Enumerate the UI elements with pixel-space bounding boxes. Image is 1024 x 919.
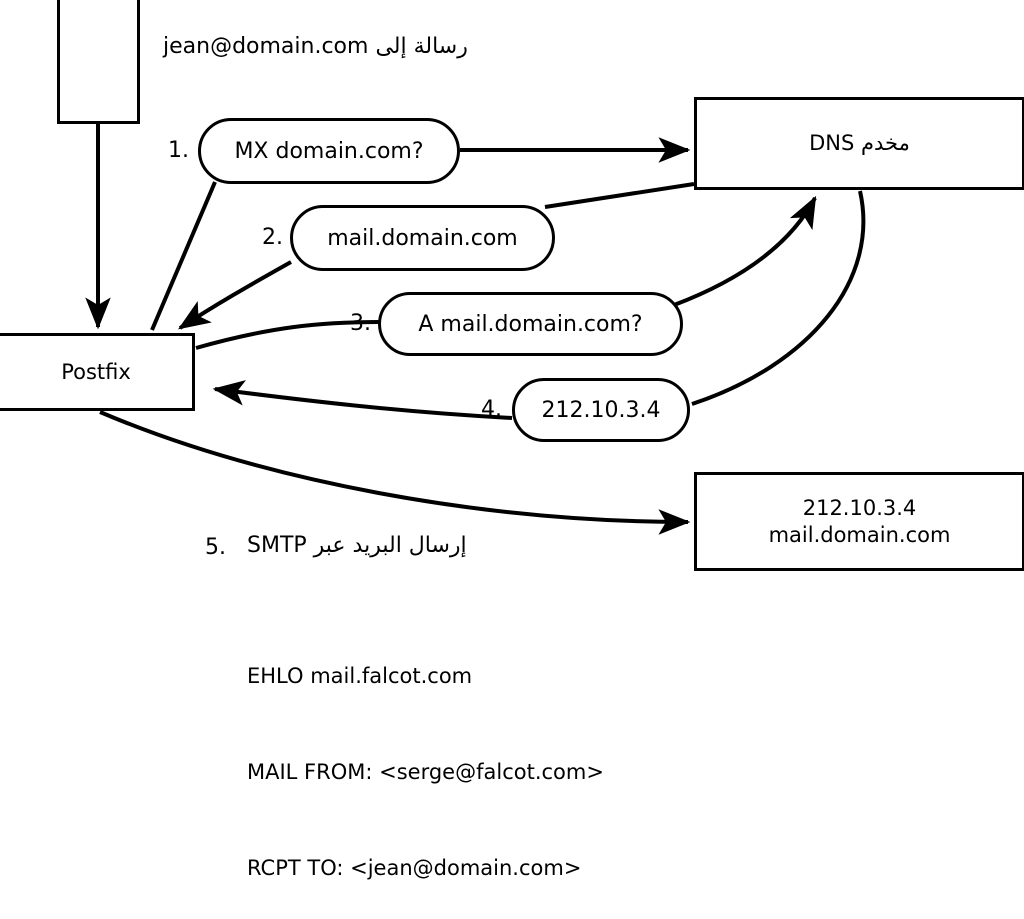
step-2-bubble-label: mail.domain.com: [327, 225, 518, 251]
step-1-bubble: MX domain.com?: [198, 118, 460, 184]
mail-server-ip: 212.10.3.4: [802, 496, 917, 521]
smtp-line-1: EHLO mail.falcot.com: [247, 664, 473, 688]
arrow-bubble2-to-postfix: [177, 260, 292, 330]
line-dns-to-bubble2: [544, 182, 695, 209]
arrow-bubble3-to-dns: [673, 195, 817, 307]
dns-box: مخدم DNS: [694, 97, 1024, 190]
line-postfix-to-bubble3: [195, 320, 380, 350]
step-4-bubble-label: 212.10.3.4: [541, 397, 661, 423]
smtp-transcript: EHLO mail.falcot.com MAIL FROM: <serge@f…: [247, 596, 604, 919]
step-2-number: 2.: [262, 225, 283, 250]
mail-server-box: 212.10.3.4 mail.domain.com: [694, 472, 1024, 571]
postfix-box: Postfix: [0, 333, 195, 411]
smtp-line-3: RCPT TO: <jean@domain.com>: [247, 856, 582, 880]
step-5-label: إرسال البريد عبر SMTP: [247, 533, 467, 558]
smtp-line-2: MAIL FROM: <serge@falcot.com>: [247, 760, 604, 784]
step-1-number: 1.: [168, 138, 189, 163]
step-1-bubble-label: MX domain.com?: [234, 138, 424, 164]
step-5-number: 5.: [205, 535, 226, 560]
line-bubble1-to-postfix: [150, 181, 217, 331]
step-3-bubble: A mail.domain.com?: [378, 292, 683, 356]
message-caption: رسالة إلى jean@domain.com: [163, 34, 468, 59]
step-4-bubble: 212.10.3.4: [512, 378, 690, 442]
mail-server-hostname: mail.domain.com: [768, 522, 951, 547]
arrow-postfix-to-mailserver: [99, 410, 691, 535]
step-4-number: 4.: [481, 397, 502, 422]
step-3-number: 3.: [350, 311, 371, 336]
dns-box-label: مخدم DNS: [809, 131, 910, 156]
client-box: [57, 0, 140, 124]
arrow-bubble4-to-postfix: [212, 380, 513, 420]
step-3-bubble-label: A mail.domain.com?: [418, 311, 643, 337]
line-dns-to-bubble4: [691, 190, 866, 406]
step-2-bubble: mail.domain.com: [290, 205, 555, 271]
postfix-box-label: Postfix: [61, 359, 131, 384]
